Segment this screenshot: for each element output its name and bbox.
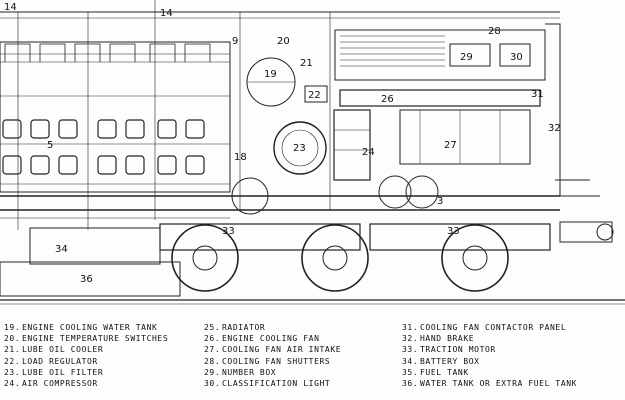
crankcase-doors-lower	[2, 155, 205, 175]
legend-column-3: 31.COOLING FAN CONTACTOR PANEL 32.HAND B…	[402, 322, 577, 389]
callout-18: 18	[234, 152, 247, 163]
callout-26: 26	[381, 94, 394, 105]
callout-29: 29	[460, 52, 473, 63]
callout-28: 28	[488, 26, 501, 37]
legend-item: 28.COOLING FAN SHUTTERS	[204, 356, 331, 366]
legend-item: 34.BATTERY BOX	[402, 356, 480, 366]
legend-item: 25.RADIATOR	[204, 323, 266, 332]
callout-27: 27	[444, 140, 457, 151]
legend-item: 22.LOAD REGULATOR	[4, 356, 98, 366]
callout-19: 19	[264, 69, 277, 80]
callout-20: 20	[277, 36, 290, 47]
legend-item: 33.TRACTION MOTOR	[402, 345, 496, 355]
callout-33-front: 33	[222, 226, 235, 237]
rear-truck	[369, 223, 551, 292]
cooling-fan-air-intake	[399, 109, 531, 165]
parts-legend: 19.ENGINE COOLING WATER TANK 20.ENGINE T…	[0, 322, 625, 400]
cooling-fan-shutters	[340, 35, 445, 67]
legend-item: 23.LUBE OIL FILTER	[4, 367, 104, 377]
radiator	[334, 29, 546, 81]
load-regulator	[304, 85, 328, 103]
callout-30: 30	[510, 52, 523, 63]
front-truck	[159, 223, 369, 292]
legend-item: 31.COOLING FAN CONTACTOR PANEL	[402, 323, 567, 332]
short-hood-end	[545, 23, 561, 197]
callout-14-left: 14	[4, 2, 17, 13]
battery-box	[29, 227, 161, 265]
callout-5: 5	[47, 140, 53, 151]
legend-item: 29.NUMBER BOX	[204, 367, 277, 377]
engine-block	[0, 41, 231, 193]
callout-24: 24	[362, 147, 375, 158]
callout-22: 22	[308, 90, 321, 101]
callout-23: 23	[293, 143, 306, 154]
legend-item: 30.CLASSIFICATION LIGHT	[204, 378, 331, 388]
classification-light	[499, 43, 531, 67]
callout-3: 3	[437, 196, 443, 207]
legend-item: 20.ENGINE TEMPERATURE SWITCHES	[4, 334, 169, 344]
legend-item: 26.ENGINE COOLING FAN	[204, 334, 320, 344]
number-box	[449, 43, 491, 67]
callout-31: 31	[531, 89, 544, 100]
legend-item: 36.WATER TANK OR EXTRA FUEL TANK	[402, 378, 578, 388]
legend-item: 32.HAND BRAKE	[402, 334, 475, 344]
wheel	[441, 224, 509, 292]
engine-cooling-fan	[339, 89, 541, 107]
wheel	[171, 224, 239, 292]
legend-item: 27.COOLING FAN AIR INTAKE	[204, 345, 342, 355]
legend-column-1: 19.ENGINE COOLING WATER TANK 20.ENGINE T…	[4, 322, 168, 389]
locomotive-cutaway-drawing: 14 14 9 20 21 19 22 23 24 18 5 28 29 30 …	[0, 0, 625, 305]
wheel	[301, 224, 369, 292]
legend-column-2: 25.RADIATOR 26.ENGINE COOLING FAN 27.COO…	[204, 322, 341, 389]
coupler	[559, 221, 613, 243]
legend-item: 35.FUEL TANK	[402, 367, 469, 377]
callout-14-top: 14	[160, 8, 173, 19]
legend-item: 24.AIR COMPRESSOR	[4, 378, 98, 388]
callout-21: 21	[300, 58, 313, 69]
air-compressor	[333, 109, 371, 181]
callout-9: 9	[232, 36, 238, 47]
callout-32: 32	[548, 123, 561, 134]
callout-33-rear: 33	[447, 226, 460, 237]
legend-item: 21.LUBE OIL COOLER	[4, 345, 104, 355]
callout-34: 34	[55, 244, 68, 255]
crankcase-doors-upper	[2, 119, 205, 139]
legend-item: 19.ENGINE COOLING WATER TANK	[4, 323, 158, 332]
callout-36: 36	[80, 274, 93, 285]
lube-oil-filter	[273, 121, 327, 175]
